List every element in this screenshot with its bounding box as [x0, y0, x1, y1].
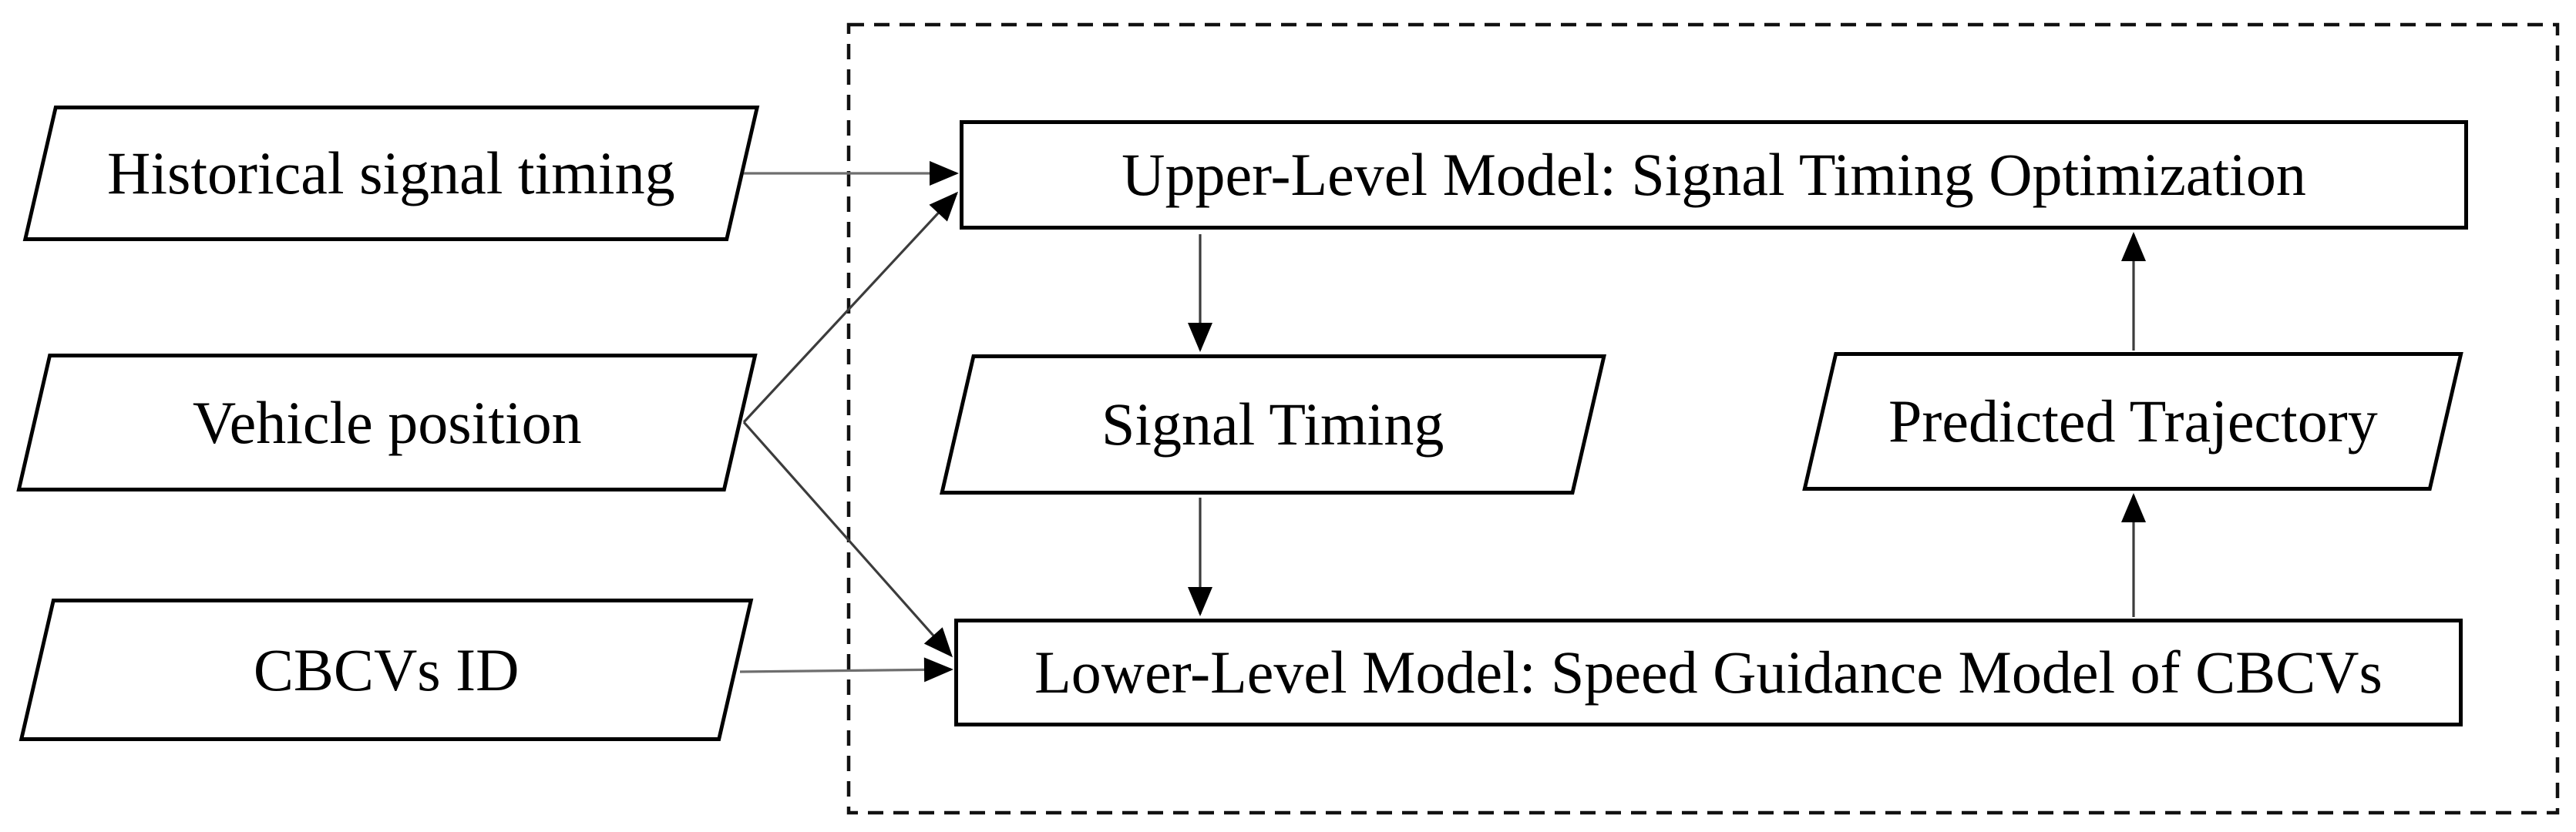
node-historical-signal-timing: Historical signal timing [22, 106, 760, 241]
node-signal-timing-label: Signal Timing [1101, 391, 1444, 458]
arrow-cbcvs-to-lower [739, 657, 953, 683]
node-lower-level-model: Lower-Level Model: Speed Guidance Model … [954, 619, 2463, 726]
node-lower-level-model-label: Lower-Level Model: Speed Guidance Model … [1034, 639, 2383, 706]
node-signal-timing: Signal Timing [939, 354, 1607, 495]
node-vehicle-position: Vehicle position [16, 354, 758, 491]
node-cbcvs-id-label: CBCVs ID [253, 636, 520, 703]
node-upper-level-model: Upper-Level Model: Signal Timing Optimiz… [960, 120, 2468, 230]
arrow-vehicle-to-upper [742, 191, 959, 424]
node-cbcvs-id: CBCVs ID [18, 599, 754, 741]
node-predicted-trajectory-label: Predicted Trajectory [1888, 387, 2378, 455]
node-vehicle-position-label: Vehicle position [192, 388, 582, 456]
node-upper-level-model-label: Upper-Level Model: Signal Timing Optimiz… [1122, 141, 2306, 208]
arrow-vehicle-to-lower [742, 421, 953, 658]
system-boundary-dashed-box [846, 22, 2560, 815]
node-historical-signal-timing-label: Historical signal timing [107, 139, 675, 206]
node-predicted-trajectory: Predicted Trajectory [1802, 352, 2463, 491]
